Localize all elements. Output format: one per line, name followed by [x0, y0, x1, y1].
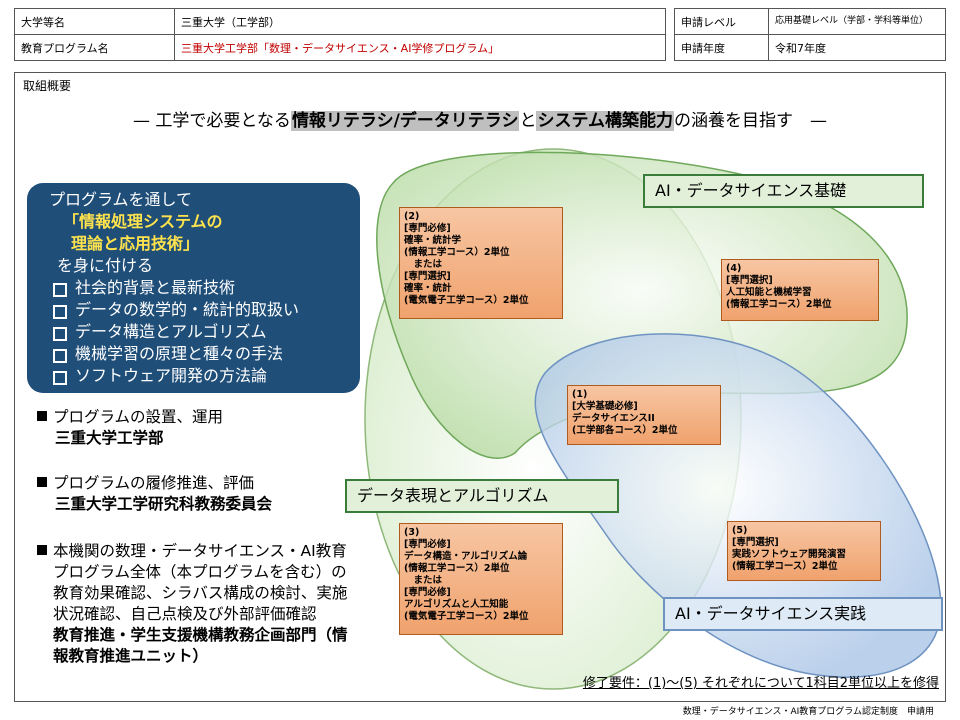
course-box-4: (4)[専門選択]人工知能と機械学習(情報工学コース）2単位: [721, 259, 879, 321]
slogan-mid: と: [519, 111, 537, 131]
header-value: 応用基礎レベル（学部・学科等単位）: [768, 8, 946, 35]
header-value: 三重大学工学部「数理・データサイエンス・AI学修プログラム」: [174, 34, 666, 61]
skill-outro: を身に付ける: [57, 256, 154, 275]
header-row-year: 申請年度 令和7年度: [674, 34, 946, 61]
header-row-university: 大学等名 三重大学（工学部）: [14, 8, 666, 35]
header-row-program: 教育プログラム名 三重大学工学部「数理・データサイエンス・AI学修プログラム」: [14, 34, 666, 61]
info-title: プログラムの設置、運用: [37, 407, 357, 428]
skill-summary-box: プログラムを通して 「情報処理システムの 理論と応用技術」 を身に付ける 社会的…: [27, 183, 360, 393]
header-right-table: 申請レベル 応用基礎レベル（学部・学科等単位） 申請年度 令和7年度: [674, 8, 946, 61]
square-bullet-icon: [37, 411, 47, 421]
course-box-2: (2)[専門必修]確率・統計学(情報工学コース）2単位 または[専門選択]確率・…: [399, 207, 563, 319]
header-value: 令和7年度: [768, 34, 946, 61]
header-left-table: 大学等名 三重大学（工学部） 教育プログラム名 三重大学工学部「数理・データサイ…: [14, 8, 666, 61]
header-key: 申請レベル: [674, 8, 769, 35]
skill-item: 社会的背景と最新技術: [49, 277, 350, 299]
slogan-lead: — 工学で必要となる: [133, 111, 291, 131]
info-sub: 教育推進・学生支援機構教務企画部門（情報教育推進ユニット）: [53, 626, 348, 665]
course-box-1: (1)[大学基礎必修]データサイエンスII(工学部各コース）2単位: [567, 385, 721, 445]
info-title: プログラムの履修推進、評価: [37, 473, 357, 494]
info-block-evaluation: プログラムの履修推進、評価 三重大学工学研究科教務委員会: [37, 473, 357, 515]
region-label-algorithm: データ表現とアルゴリズム: [345, 479, 619, 513]
square-bullet-icon: [37, 545, 47, 555]
skill-accent-line1: 「情報処理システムの: [63, 212, 223, 231]
info-block-operation: プログラムの設置、運用 三重大学工学部: [37, 407, 357, 449]
skill-item: データ構造とアルゴリズム: [49, 321, 350, 343]
square-bullet-icon: [37, 477, 47, 487]
panel-label: 取組概要: [23, 79, 72, 93]
skill-item: ソフトウェア開発の方法論: [49, 365, 350, 387]
header-value: 三重大学（工学部）: [174, 8, 666, 35]
info-sub: 三重大学工学部: [55, 429, 164, 447]
course-box-3: (3)[専門必修]データ構造・アルゴリズム論(情報工学コース）2単位 または[専…: [399, 523, 563, 635]
info-sub: 三重大学工学研究科教務委員会: [55, 495, 273, 513]
skill-intro: プログラムを通して: [49, 190, 193, 209]
header-key: 教育プログラム名: [14, 34, 175, 61]
header-key: 申請年度: [674, 34, 769, 61]
header-key: 大学等名: [14, 8, 175, 35]
slogan-highlight-literacy: 情報リテラシ/データリテラシ: [290, 111, 520, 131]
course-box-5: (5)[専門選択]実践ソフトウェア開発演習(情報工学コース）2単位: [727, 521, 881, 581]
skill-item: データの数学的・統計的取扱い: [49, 299, 350, 321]
region-label-basic: AI・データサイエンス基礎: [643, 174, 924, 208]
completion-requirement: 修了要件：(1)〜(5) それぞれについて1科目2単位以上を修得: [582, 676, 939, 691]
skill-list: 社会的背景と最新技術 データの数学的・統計的取扱い データ構造とアルゴリズム 機…: [49, 277, 350, 387]
slogan-tail: の涵養を目指す —: [673, 111, 827, 131]
footer-note: 数理・データサイエンス・AI教育プログラム認定制度 申請用: [682, 707, 934, 717]
info-block-institution: 本機関の数理・データサイエンス・AI教育プログラム全体（本プログラムを含む）の教…: [37, 541, 355, 667]
skill-item: 機械学習の原理と種々の手法: [49, 343, 350, 365]
skill-accent-line2: 理論と応用技術」: [71, 234, 200, 253]
overview-panel: 取組概要 — 工学で必要となる情報リテラシ/データリテラシとシステム構築能力の涵…: [14, 72, 946, 702]
region-label-practice: AI・データサイエンス実践: [663, 597, 943, 631]
header-row-level: 申請レベル 応用基礎レベル（学部・学科等単位）: [674, 8, 946, 35]
info-title: 本機関の数理・データサイエンス・AI教育プログラム全体（本プログラムを含む）の教…: [37, 541, 355, 625]
slogan: — 工学で必要となる情報リテラシ/データリテラシとシステム構築能力の涵養を目指す…: [15, 106, 945, 131]
slogan-highlight-system: システム構築能力: [536, 111, 674, 131]
